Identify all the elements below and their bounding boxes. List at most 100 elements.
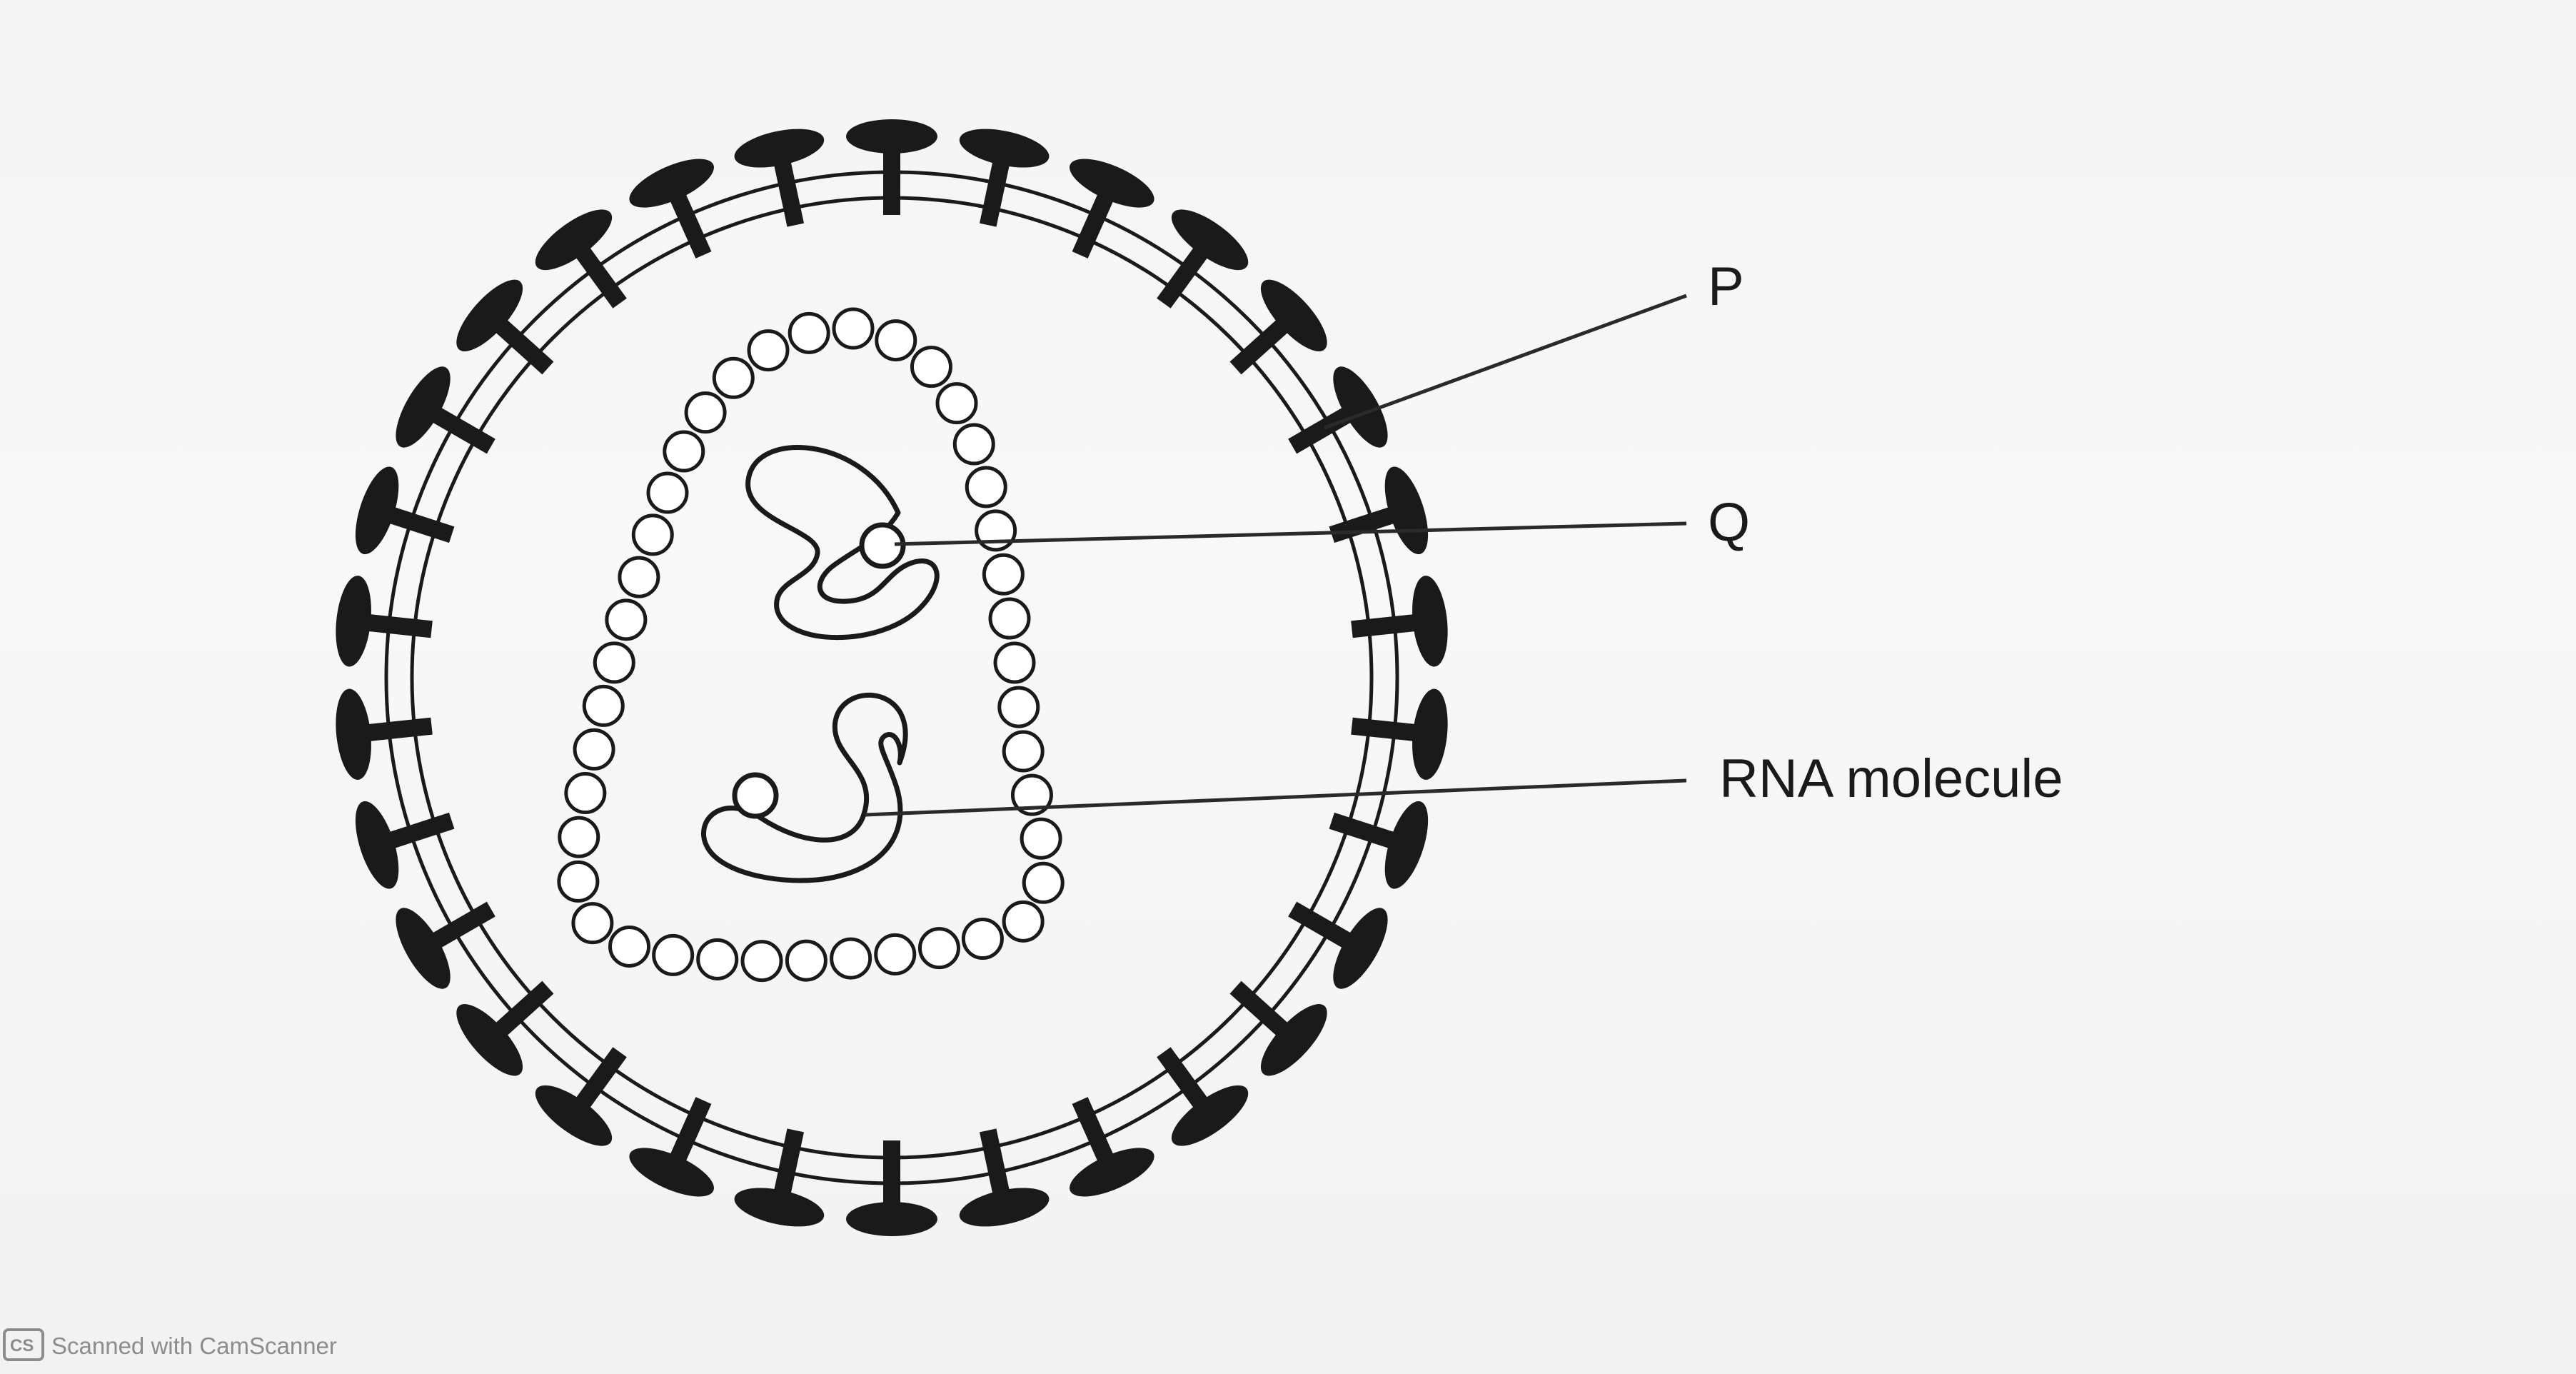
spike <box>1351 576 1448 667</box>
rna-strand-lower <box>701 692 908 883</box>
capsomere <box>564 772 607 815</box>
capsomere <box>993 641 1036 684</box>
spike-head <box>959 1188 1050 1227</box>
spike <box>734 1128 825 1227</box>
spike-head <box>1333 366 1388 448</box>
camscanner-watermark: CS Scanned with CamScanner <box>3 1328 337 1361</box>
rna-strand-lower-outline <box>701 692 908 883</box>
spike <box>336 688 433 780</box>
spike <box>846 119 937 215</box>
leader-line-p <box>1324 294 1687 430</box>
spike <box>1157 209 1249 309</box>
spike-head <box>1412 576 1448 667</box>
capsomere <box>875 319 917 362</box>
capsid <box>557 307 1065 983</box>
capsomere <box>1002 900 1045 943</box>
spike <box>1157 1047 1249 1146</box>
rna-strand-upper-outline <box>745 444 940 641</box>
spike-head <box>734 1188 825 1227</box>
capsomere <box>631 513 674 556</box>
spike-head <box>1171 1085 1249 1146</box>
capsomere <box>917 927 960 970</box>
spikes-group <box>336 119 1448 1236</box>
spike-head <box>535 1085 613 1146</box>
leader-line-rna <box>865 778 1687 817</box>
spike-head <box>1070 159 1154 208</box>
spike-head <box>1333 908 1388 989</box>
capsomere <box>874 933 917 976</box>
spike <box>1351 688 1448 780</box>
capsomere <box>605 598 648 641</box>
spike-head <box>336 576 371 667</box>
spike-head <box>846 1202 937 1236</box>
capsomere <box>1020 817 1062 860</box>
cs-logo-text: CS <box>10 1336 34 1355</box>
spike-head <box>396 366 451 448</box>
capsomere <box>982 553 1025 596</box>
spike <box>355 801 455 889</box>
spike-head <box>1384 801 1429 889</box>
spike <box>1229 279 1327 375</box>
spike-head <box>629 159 714 208</box>
spike-head <box>734 129 825 168</box>
capsomere <box>952 423 995 466</box>
spike <box>336 576 433 667</box>
spike-head <box>535 209 613 271</box>
spike <box>629 159 714 259</box>
spike <box>396 901 495 989</box>
capsomere <box>593 641 635 684</box>
spike <box>1329 801 1429 889</box>
spike <box>396 366 495 454</box>
watermark-text: Scanned with CamScanner <box>51 1333 337 1359</box>
capsomere <box>832 307 875 350</box>
capsomere <box>684 391 727 434</box>
capsomere <box>663 430 705 473</box>
capsomere <box>975 509 1017 552</box>
spike-head <box>355 466 399 555</box>
spike <box>535 1047 627 1146</box>
capsomere <box>696 938 739 981</box>
spike-head <box>1171 209 1249 271</box>
capsomere <box>747 329 790 372</box>
capsomere <box>573 728 615 771</box>
capsomere <box>788 311 830 354</box>
spike <box>456 279 554 375</box>
capsomere <box>1022 861 1065 904</box>
spike-head <box>456 279 523 351</box>
capsomere <box>997 686 1040 728</box>
spike <box>1229 981 1327 1076</box>
capsomere <box>1002 730 1045 773</box>
capsomere <box>557 860 600 903</box>
spike <box>535 209 627 309</box>
spike <box>734 129 825 227</box>
spike-head <box>1260 279 1327 351</box>
capsomere <box>910 346 952 388</box>
spike <box>846 1140 937 1236</box>
spike-head <box>1384 466 1429 555</box>
capsomere <box>608 925 651 968</box>
spike <box>1288 901 1388 989</box>
spike-head <box>355 801 399 889</box>
spike-head <box>336 688 371 780</box>
spike-head <box>1260 1004 1327 1076</box>
spike <box>959 1128 1050 1227</box>
capsomere <box>961 917 1004 960</box>
spike <box>355 466 455 555</box>
capsomere <box>1010 773 1053 816</box>
capsomere <box>558 816 600 858</box>
spike-head <box>1070 1148 1154 1197</box>
capsomere <box>618 556 660 598</box>
label-q: Q <box>1708 492 1750 553</box>
capsomere <box>740 940 783 983</box>
leader-lines <box>865 294 1687 817</box>
capsomere <box>965 466 1007 508</box>
spike <box>1070 159 1154 259</box>
capsomere <box>935 382 978 425</box>
capsomere <box>571 902 614 945</box>
capsomere <box>652 933 695 976</box>
capsomere <box>582 684 625 727</box>
capsomere <box>830 937 872 980</box>
capsomere <box>712 356 755 399</box>
